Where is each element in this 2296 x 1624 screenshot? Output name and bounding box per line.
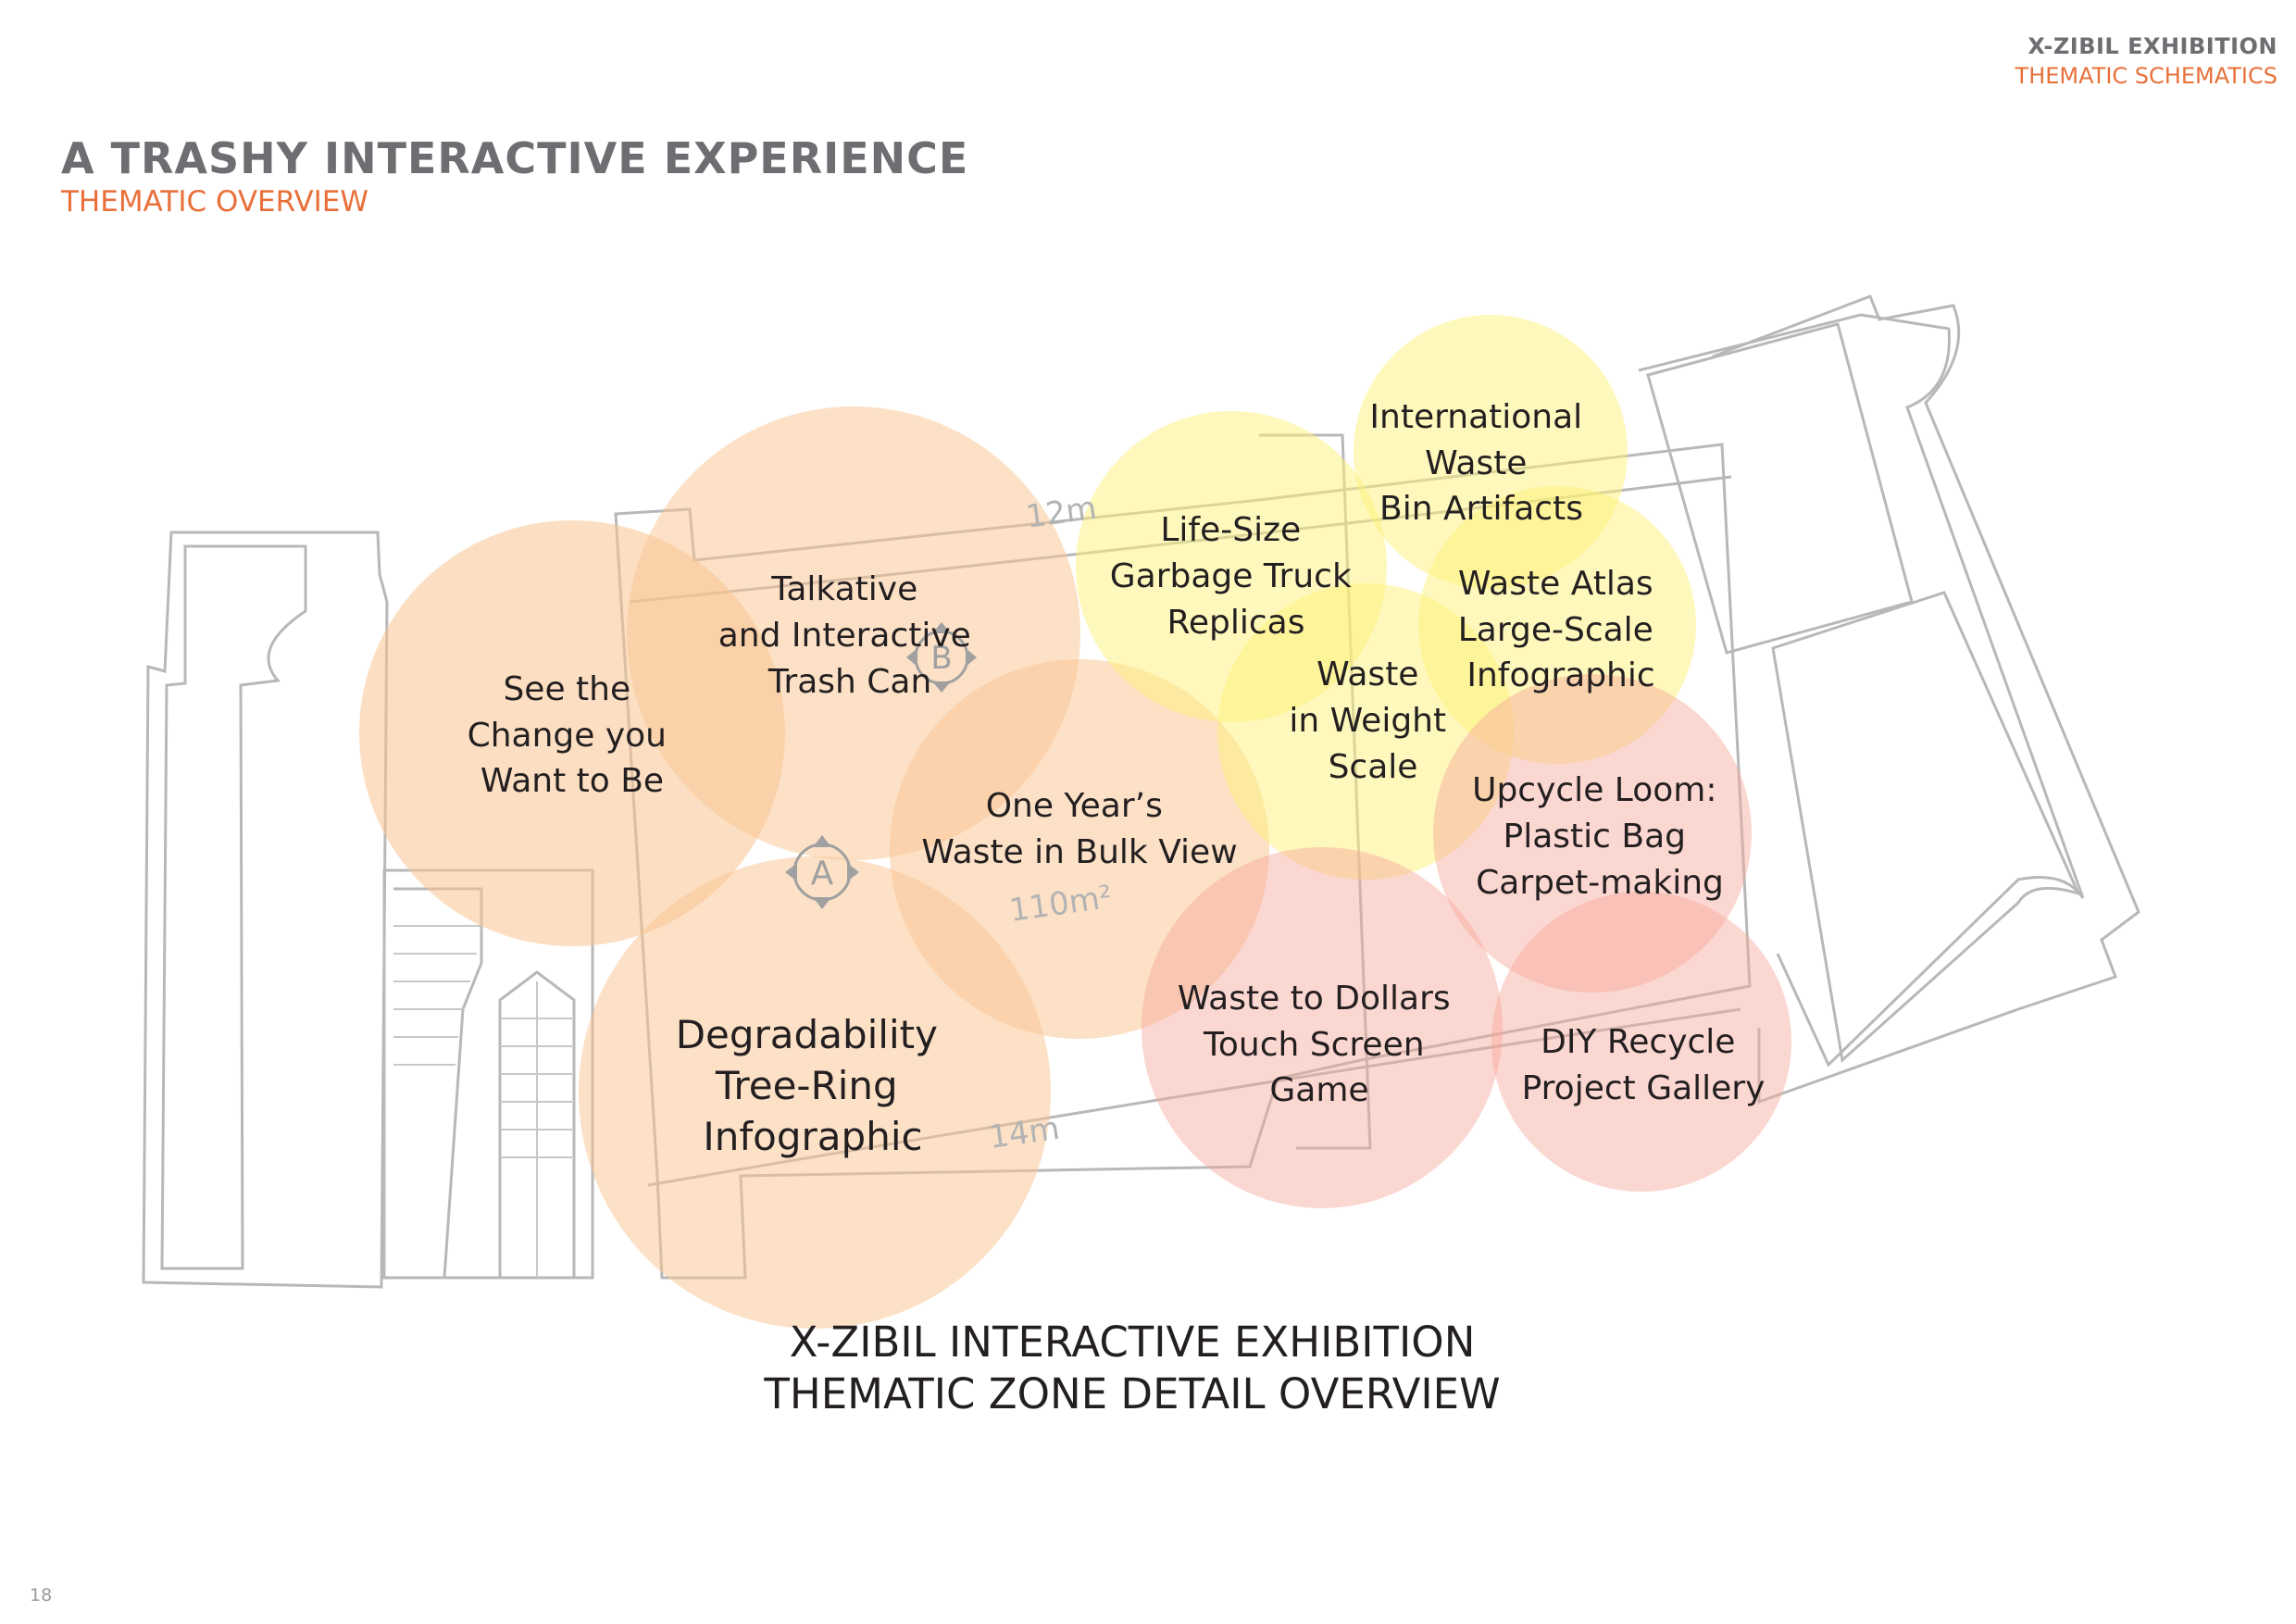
stair-path-b — [498, 970, 576, 1278]
zone-label-garbage-truck: Life-Size Garbage Truck Replicas — [1110, 511, 1363, 642]
right-wing-inner — [1638, 313, 2085, 1068]
right-wing-outline — [1712, 294, 2140, 1105]
page-title: A TRASHY INTERACTIVE EXPERIENCE — [61, 133, 969, 183]
marker-a: A — [785, 835, 859, 909]
right-room-lower — [1771, 591, 2081, 1063]
stair-path-a — [393, 887, 483, 1279]
header-block: X-ZIBIL EXHIBITION THEMATIC SCHEMATICS — [2015, 31, 2277, 91]
marker-b-label: B — [930, 640, 952, 677]
diagram-caption: X-ZIBIL INTERACTIVE EXHIBITION THEMATIC … — [0, 1317, 2265, 1420]
page-title-block: A TRASHY INTERACTIVE EXPERIENCE THEMATIC… — [61, 133, 968, 219]
zone-label-degradability: Degradability Tree-Ring Infographic — [676, 1012, 951, 1159]
zone-label-one-years-waste: One Year’s Waste in Bulk View — [921, 787, 1237, 871]
caption-line-2: THEMATIC ZONE DETAIL OVERVIEW — [764, 1369, 1501, 1418]
zone-label-diy-recycle: DIY Recycle Project Gallery — [1522, 1023, 1766, 1107]
zone-label-waste-to-dollars: Waste to Dollars Touch Screen Game — [1178, 980, 1461, 1109]
caption-line-1: X-ZIBIL INTERACTIVE EXHIBITION — [789, 1318, 1476, 1367]
page-subtitle: THEMATIC OVERVIEW — [61, 185, 369, 219]
zone-label-upcycle-loom: Upcycle Loom: Plastic Bag Carpet-making — [1472, 771, 1728, 902]
zone-circle-degradability — [579, 856, 1051, 1329]
zone-circle-weight-scale — [1217, 583, 1514, 880]
zone-label-international-waste: International Waste Bin Artifacts — [1369, 398, 1592, 528]
zone-label-waste-atlas: Waste Atlas Large-Scale Infographic — [1458, 565, 1665, 694]
left-wing-outline — [142, 531, 389, 1289]
zone-label-see-change: See the Change you Want to Be — [468, 670, 678, 800]
zone-circles — [359, 315, 1791, 1329]
page-number: 18 — [30, 1585, 53, 1605]
zone-circle-diy-recycle — [1491, 892, 1791, 1192]
zone-label-weight-scale: Waste in Weight Scale — [1289, 656, 1456, 786]
zone-label-talkative-trash-can: Talkative and Interactive Trash Can — [718, 570, 982, 701]
zone-circle-upcycle-loom — [1433, 674, 1752, 993]
exhibition-label: X-ZIBIL EXHIBITION — [2028, 33, 2277, 59]
section-label: THEMATIC SCHEMATICS — [2015, 63, 2277, 89]
left-wing-inner — [160, 544, 307, 1270]
zone-circle-waste-to-dollars — [1142, 847, 1503, 1208]
marker-a-label: A — [811, 855, 834, 893]
marker-b: B — [906, 622, 977, 693]
stair-treads — [393, 925, 574, 1278]
